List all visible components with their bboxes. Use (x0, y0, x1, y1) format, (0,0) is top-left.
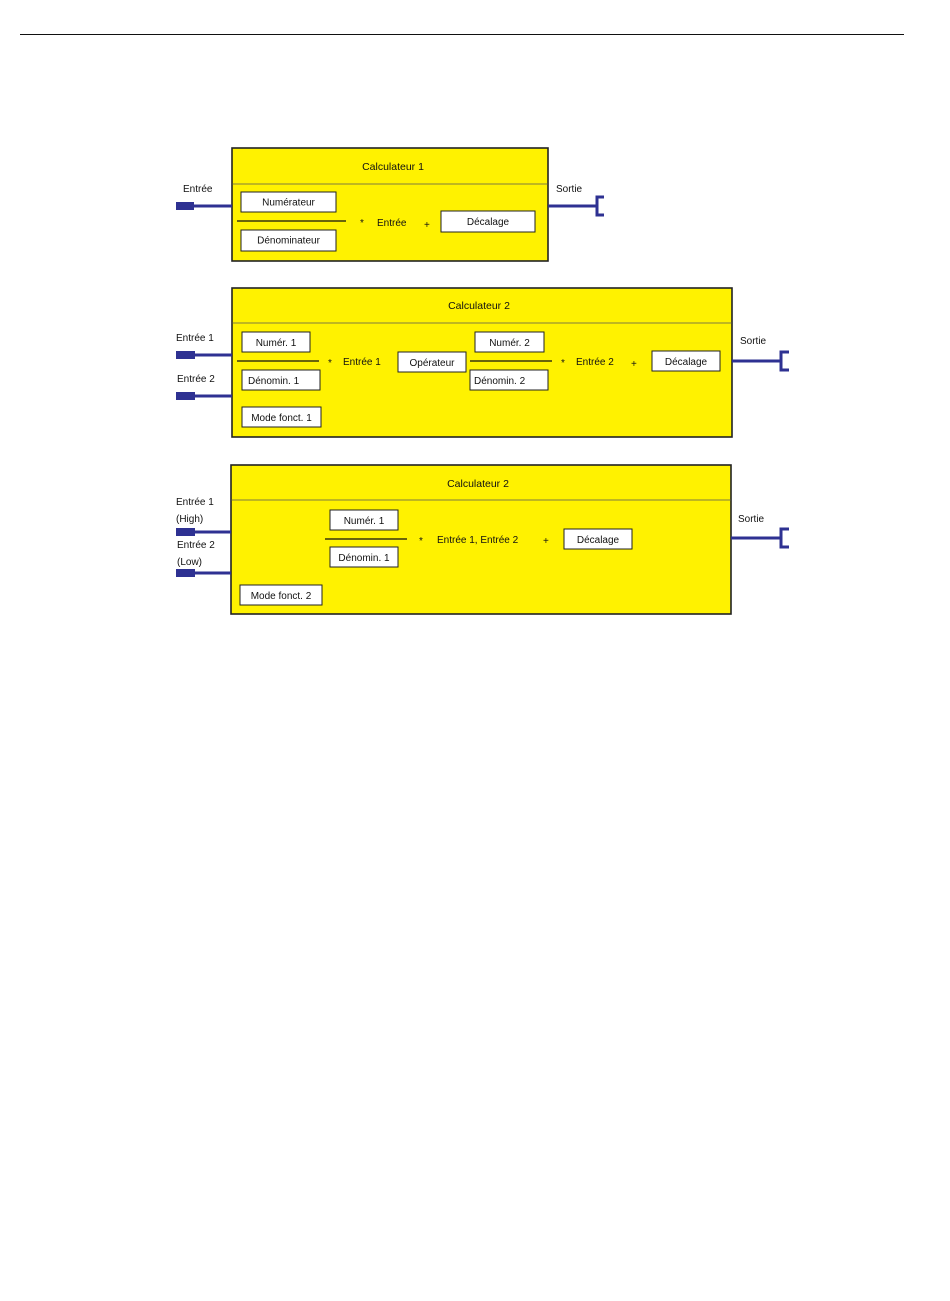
calculator-1-title: Calculateur 1 (362, 161, 424, 173)
input1-label: Entrée 1 (176, 497, 214, 508)
offset-field (440, 210, 536, 233)
output-label: Sortie (738, 514, 765, 525)
input2-sublabel: (Low) (177, 557, 202, 568)
offset-label: Décalage (665, 357, 708, 368)
operand-label: Entrée 1, Entrée 2 (437, 535, 519, 546)
input-label: Entrée (183, 184, 213, 195)
input1-connector (176, 528, 195, 536)
calculator-3-title: Calculateur 2 (447, 478, 509, 490)
denominator1-label: Dénomin. 1 (248, 376, 300, 387)
mode-label: Mode fonct. 1 (251, 413, 312, 424)
plus-sign: + (543, 536, 549, 547)
calculator-3-diagram: Calculateur 2 Entrée 1 (High) Entrée 2 (… (176, 464, 789, 615)
numerator2-field (474, 331, 545, 353)
input-connector (176, 202, 194, 210)
output-label: Sortie (556, 184, 583, 195)
input2-label: Entrée 2 (177, 540, 215, 551)
offset-field (651, 350, 721, 372)
input1-connector (176, 351, 195, 359)
calculator-2-diagram: Calculateur 2 Entrée 1 Entrée 2 Sortie N… (176, 287, 789, 438)
calculator-2-title: Calculateur 2 (448, 300, 510, 312)
numerator2-label: Numér. 2 (489, 338, 530, 349)
output-label: Sortie (740, 336, 767, 347)
numerator1-field (241, 331, 311, 353)
multiply-sign-2: * (561, 358, 565, 369)
operand2-label: Entrée 2 (576, 357, 614, 368)
numerator1-label: Numér. 1 (344, 516, 385, 527)
offset-field (563, 528, 633, 550)
multiply-sign: * (360, 218, 364, 229)
calculator-1-diagram: Calculateur 1 Entrée Sortie Numérateur D… (176, 147, 604, 262)
output-connector (779, 527, 789, 549)
input2-connector (176, 392, 195, 400)
input1-sublabel: (High) (176, 514, 203, 525)
numerator1-label: Numér. 1 (256, 338, 297, 349)
plus-sign: + (424, 220, 430, 231)
denominator2-label: Dénomin. 2 (474, 376, 526, 387)
input1-label: Entrée 1 (176, 333, 214, 344)
denominator1-label: Dénomin. 1 (338, 553, 390, 564)
denominator-label: Dénominateur (257, 236, 320, 247)
multiply-sign: * (419, 536, 423, 547)
operator-field (397, 351, 467, 373)
mode-field (239, 584, 323, 606)
numerator-label: Numérateur (262, 198, 315, 209)
offset-label: Décalage (577, 535, 620, 546)
output-connector (595, 195, 604, 217)
numerator-field (240, 191, 337, 213)
numerator1-field (329, 509, 399, 531)
denominator1-field (241, 369, 321, 391)
denominator1-field (329, 546, 399, 568)
output-connector (779, 350, 789, 372)
plus-sign: + (631, 359, 637, 370)
offset-label: Décalage (467, 217, 510, 228)
input2-label: Entrée 2 (177, 374, 215, 385)
operand-label: Entrée (377, 218, 407, 229)
input2-connector (176, 569, 195, 577)
mode-field (241, 406, 322, 428)
multiply-sign-1: * (328, 358, 332, 369)
denominator2-field (469, 369, 549, 391)
denominator-field (240, 229, 337, 252)
operand1-label: Entrée 1 (343, 357, 381, 368)
operator-label: Opérateur (409, 358, 455, 369)
mode-label: Mode fonct. 2 (251, 591, 312, 602)
